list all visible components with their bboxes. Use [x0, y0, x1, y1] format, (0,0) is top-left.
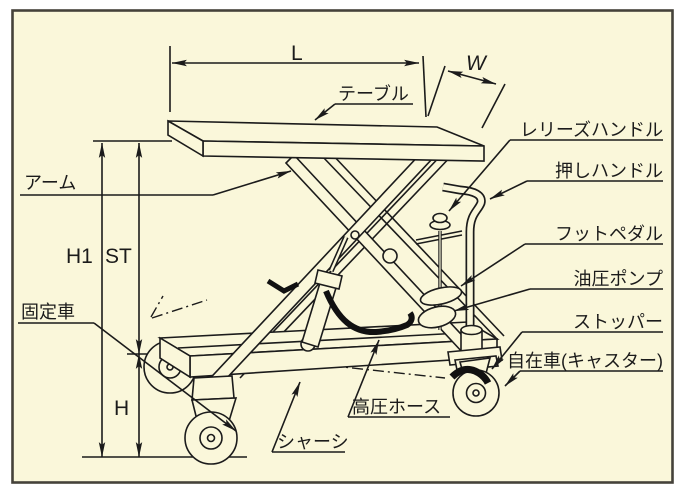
label-table-leader	[314, 103, 336, 121]
hydraulic-cylinder	[300, 235, 349, 352]
push-handle-tube	[442, 182, 486, 343]
label-push-handle: 押しハンドル	[489, 161, 663, 200]
w-extension-near	[427, 65, 446, 117]
label-chassis-leader	[271, 381, 301, 453]
dim-length: L	[291, 42, 303, 65]
foot-pedal-drawing	[419, 286, 463, 306]
dim-width: W	[466, 52, 488, 75]
label-arm: アーム	[20, 170, 292, 196]
label-release-handle: レリーズハンドル	[448, 120, 663, 212]
dim-stroke: ST	[105, 245, 132, 268]
label-fixed-wheel-text: 固定車	[21, 302, 75, 322]
label-foot-pedal-text: フットペダル	[555, 224, 663, 244]
label-stopper: ストッパー	[491, 312, 663, 370]
label-push-handle-text: 押しハンドル	[555, 161, 663, 181]
label-release-handle-text: レリーズハンドル	[520, 120, 663, 140]
label-stopper-text: ストッパー	[573, 312, 663, 332]
dim-max-height: H1	[66, 245, 93, 268]
label-foot-pedal: フットペダル	[460, 224, 663, 287]
hydraulic-pump-drawing	[417, 305, 457, 329]
label-swivel-caster-text: 自在車(キャスター)	[507, 351, 663, 371]
swivel-caster-drawing	[449, 357, 500, 417]
label-hydraulic-pump: 油圧ポンプ	[453, 269, 663, 312]
label-hydraulic-pump-leader	[453, 288, 531, 312]
label-push-handle-leader	[489, 180, 528, 200]
label-high-pressure-hose-text: 高圧ホース	[352, 397, 441, 417]
table-drawing	[167, 119, 485, 162]
stopper-drawing	[449, 366, 492, 385]
label-fixed-wheel-leader	[93, 322, 237, 432]
label-release-handle-leader	[448, 139, 511, 212]
label-high-pressure-hose: 高圧ホース	[347, 339, 450, 418]
callout-labels: テーブル レリーズハンドル 押しハンドル フットペダル 油圧ポンプ ストッパー	[18, 83, 663, 453]
scissor-pivot	[382, 248, 398, 264]
w-dimension-line	[447, 70, 497, 85]
fixed-wheel-front	[184, 375, 238, 465]
lift-cart-drawing	[143, 119, 505, 465]
label-hydraulic-pump-text: 油圧ポンプ	[574, 269, 663, 289]
dim-min-height: H	[114, 397, 129, 420]
w-extension-far	[481, 83, 506, 129]
scissor-pin	[350, 230, 360, 240]
label-table-text: テーブル	[338, 83, 409, 104]
label-stopper-leader	[491, 331, 523, 370]
label-fixed-wheel: 固定車	[18, 302, 237, 432]
label-swivel-caster: 自在車(キャスター)	[504, 351, 663, 387]
label-arm-text: アーム	[24, 173, 76, 193]
label-high-pressure-hose-leader	[347, 339, 380, 418]
label-table: テーブル	[314, 83, 413, 121]
label-chassis: シャーシ	[271, 381, 349, 453]
high-pressure-hose-drawing	[266, 278, 415, 336]
l-extension-right	[422, 55, 427, 118]
label-arm-leader	[212, 170, 292, 196]
label-chassis-text: シャーシ	[277, 432, 349, 452]
label-swivel-caster-leader	[504, 370, 521, 387]
label-foot-pedal-leader	[460, 243, 526, 287]
dimension-lines: L W H1 ST H	[66, 42, 506, 458]
